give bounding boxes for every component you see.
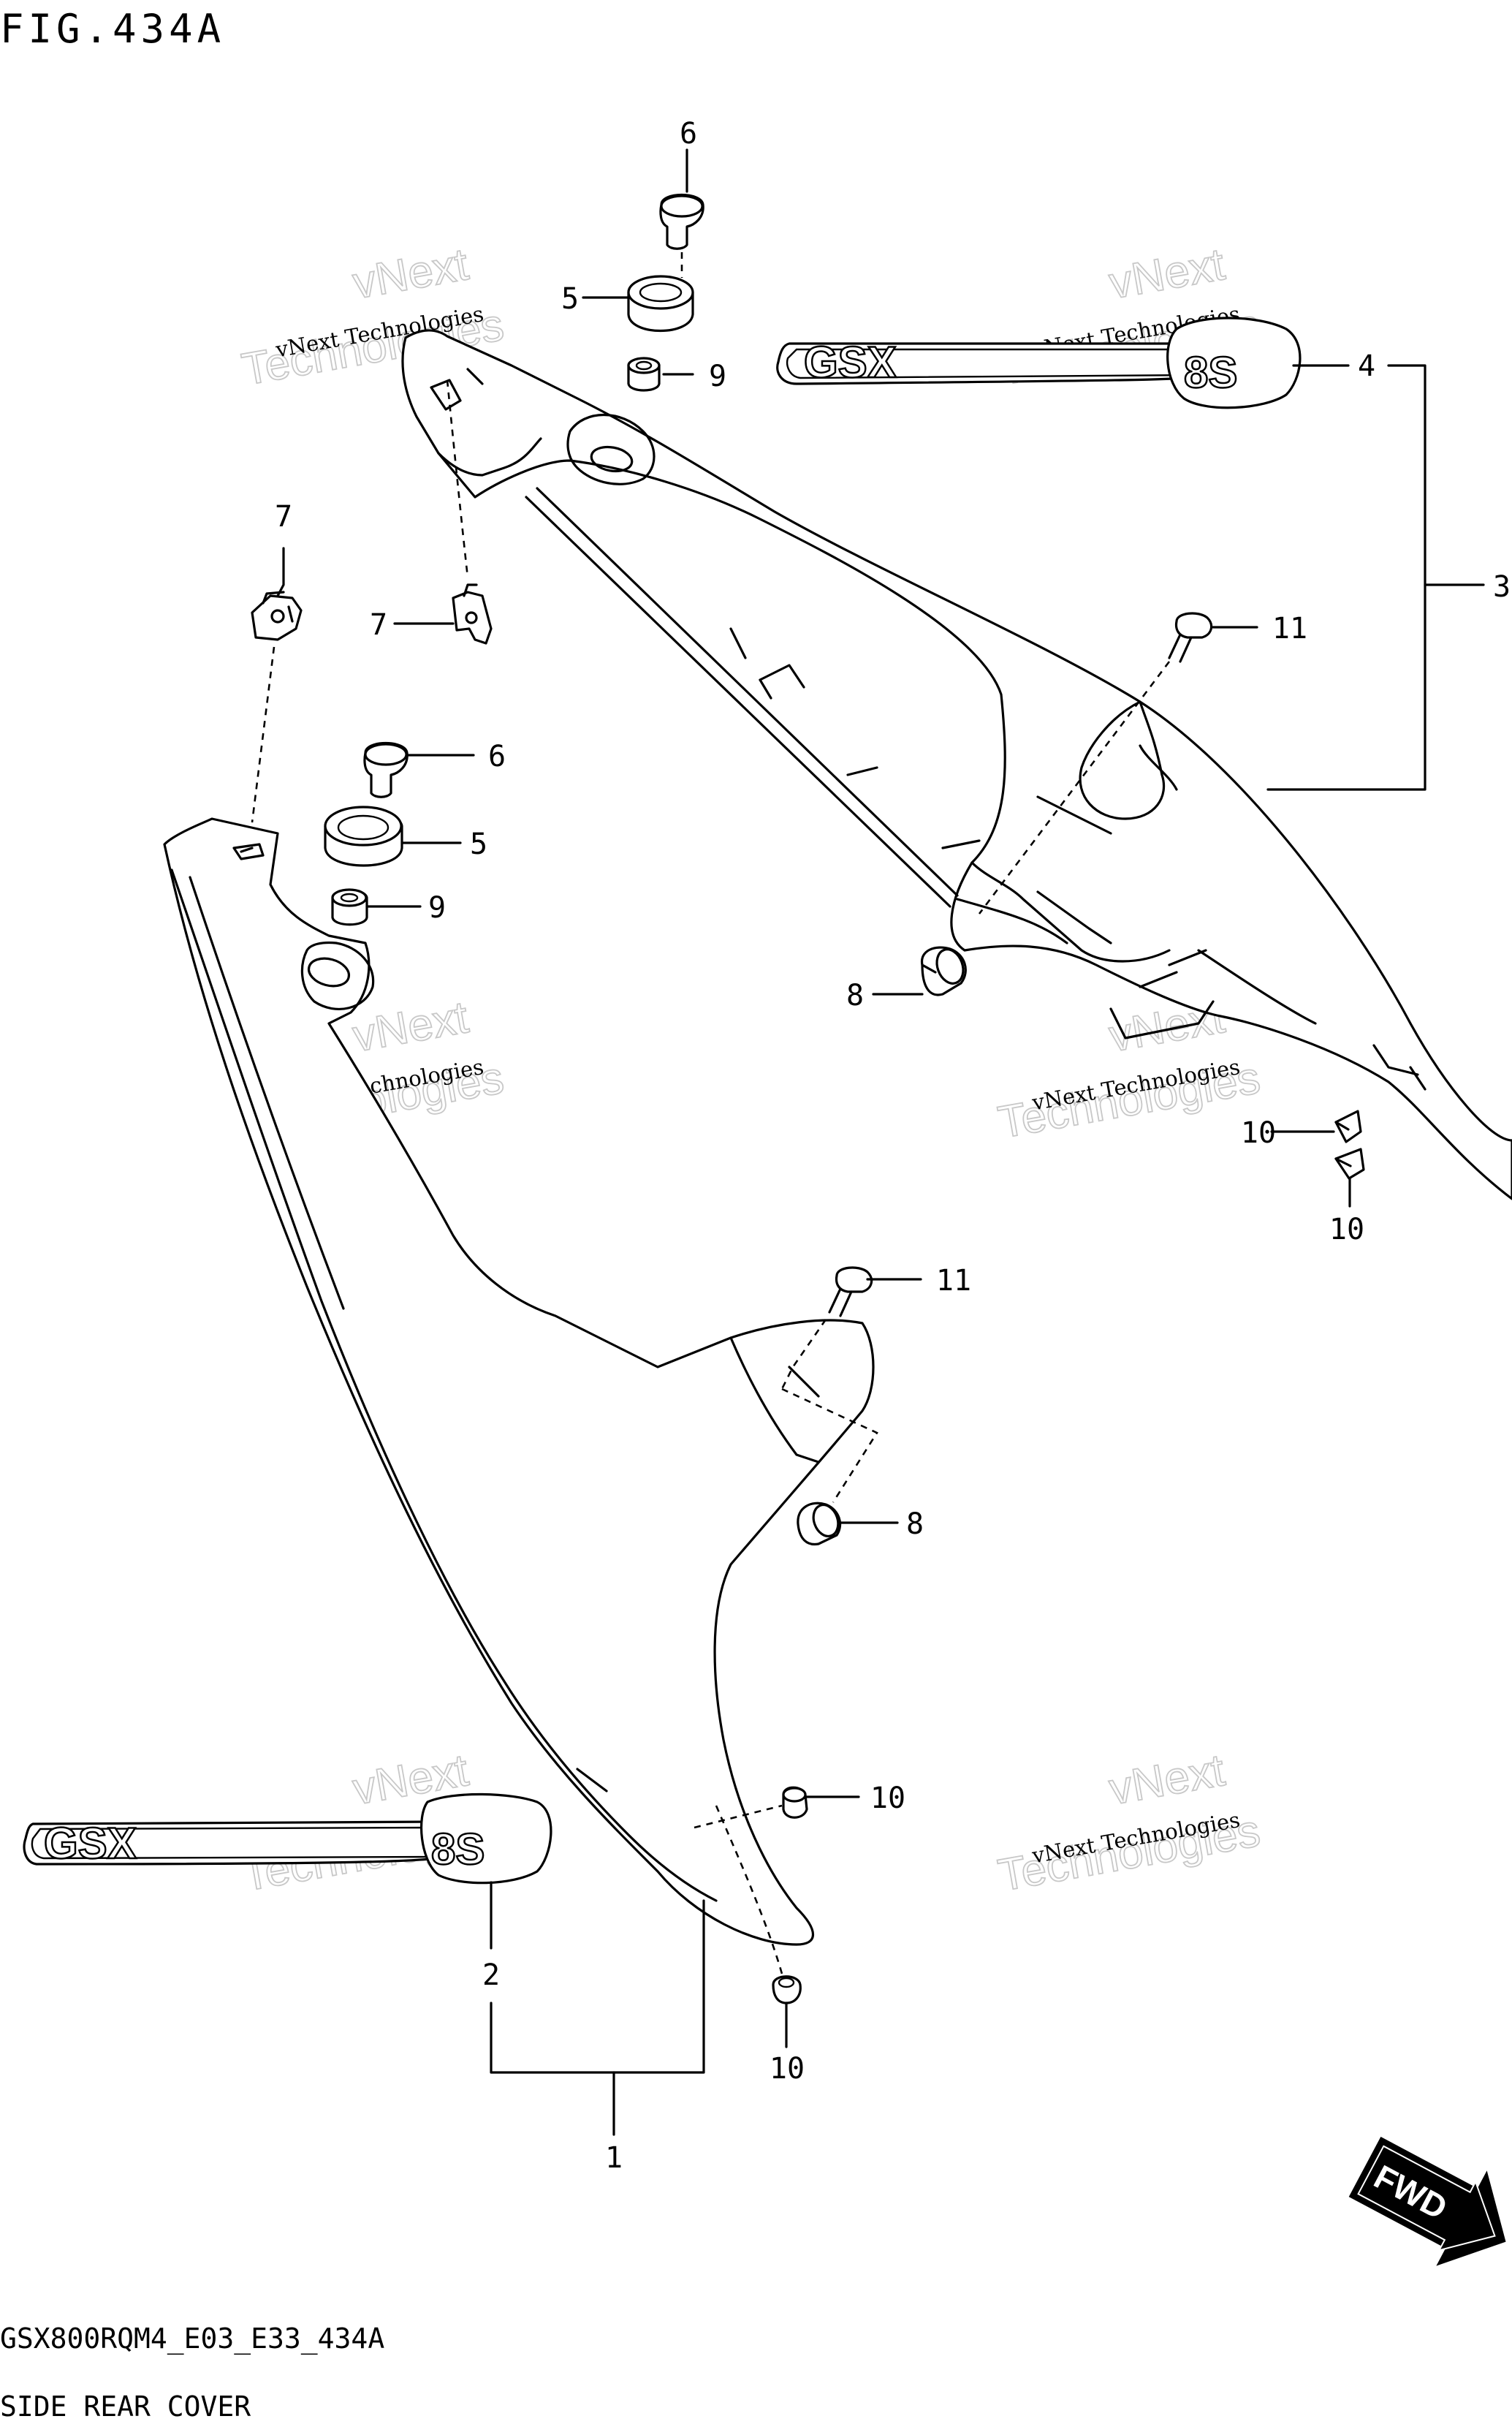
callout-10-b: 10 [1329, 1213, 1364, 1246]
callout-11-right: 11 [1272, 612, 1307, 645]
right-decal-number: 8S [1184, 348, 1237, 397]
callout-11-left: 11 [936, 1264, 971, 1298]
collar-9-top [627, 357, 661, 392]
grommet-5-top [627, 275, 694, 333]
clip-7-cover-top [430, 368, 484, 411]
collar-9-left [331, 888, 368, 926]
callout-5-top: 5 [561, 282, 579, 316]
assembly-lines [251, 252, 1171, 1974]
right-side-cover [401, 329, 1512, 1200]
leader-lines [276, 148, 1485, 2136]
svg-text:vNext: vNext [349, 239, 472, 308]
callout-8-left: 8 [906, 1507, 924, 1541]
grommet-cap-6-left [363, 741, 409, 798]
callout-4: 4 [1358, 349, 1375, 383]
right-decal-letters: GSX [804, 338, 897, 387]
grommet-cap-6-top [659, 193, 704, 250]
callout-3: 3 [1493, 570, 1511, 604]
callout-10-d: 10 [770, 2052, 805, 2086]
callout-7-mid: 7 [370, 608, 387, 642]
left-side-cover [163, 817, 875, 1946]
push-clip-10-b [1334, 1148, 1365, 1180]
callout-5-left: 5 [470, 828, 487, 861]
callout-6-top: 6 [680, 117, 697, 151]
clip-7-mid [452, 583, 493, 645]
callout-8-right: 8 [846, 979, 864, 1012]
right-gsx-decal: GSX 8S [776, 317, 1302, 409]
callout-1: 1 [605, 2141, 623, 2175]
figure-caption: SIDE REAR COVER [0, 2390, 251, 2423]
left-gsx-decal: GSX 8S [23, 1792, 552, 1885]
callout-10-a: 10 [1241, 1116, 1276, 1150]
model-code: GSX800RQM4_E03_E33_434A [0, 2322, 384, 2355]
screw-11-left [828, 1266, 873, 1317]
screw-11-right [1168, 612, 1213, 663]
svg-text:vNext: vNext [349, 992, 472, 1061]
push-clip-10-d [772, 1975, 802, 2004]
watermark-6: vNext Technologies vNext Technologies [994, 1744, 1264, 1901]
clip-7-left [251, 591, 303, 641]
left-decal-number: 8S [431, 1825, 485, 1874]
fwd-arrow-icon: FWD [1348, 2136, 1506, 2266]
push-clip-10-a [1334, 1110, 1362, 1143]
callout-6-left: 6 [488, 740, 506, 773]
grommet-5-left [324, 806, 403, 867]
left-decal-letters: GSX [44, 1819, 137, 1868]
figure-title: FIG.434A [0, 6, 225, 52]
callout-2: 2 [482, 1958, 500, 1992]
callout-9-top: 9 [709, 360, 726, 393]
svg-text:vNext: vNext [1106, 1745, 1228, 1814]
push-clip-10-c [782, 1786, 808, 1819]
callout-9-left: 9 [428, 891, 446, 925]
rivet-8-right [920, 946, 967, 996]
svg-text:vNext: vNext [1106, 239, 1228, 308]
rivet-8-left [797, 1502, 842, 1546]
callout-10-c: 10 [870, 1782, 905, 1815]
callout-7-top: 7 [275, 500, 292, 534]
